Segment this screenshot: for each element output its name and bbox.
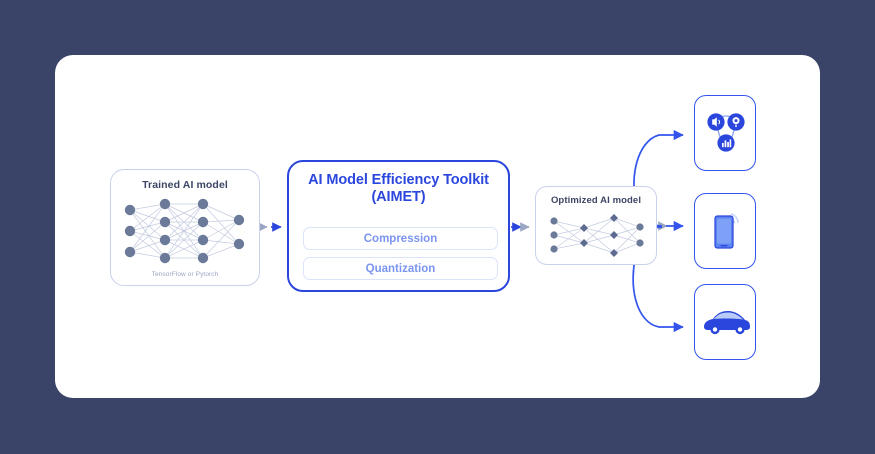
trained-model-framework-caption: TensorFlow or Pytorch: [151, 271, 219, 278]
car-icon: [704, 311, 750, 335]
target-card-automotive[interactable]: [694, 284, 756, 360]
trained-model-title: Trained AI model: [142, 179, 228, 191]
optimized-model-network: [550, 214, 644, 257]
workflow-diagram: Trained AI model: [55, 55, 820, 398]
trained-model-network: [124, 198, 245, 264]
diagram-card: Trained AI model: [55, 55, 820, 398]
target-card-iot-sensors[interactable]: [694, 95, 756, 171]
aimet-panel: AI Model Efficiency Toolkit (AIMET) Comp…: [287, 160, 510, 292]
aimet-title-line1: AI Model Efficiency Toolkit: [308, 172, 489, 188]
optimized-model-title: Optimized AI model: [550, 195, 642, 206]
smartphone-icon: [714, 213, 739, 249]
aimet-title: AI Model Efficiency Toolkit (AIMET): [289, 172, 508, 205]
aimet-feature-compression-label: Compression: [363, 232, 438, 245]
aimet-feature-quantization-label: Quantization: [365, 262, 436, 275]
aimet-feature-quantization[interactable]: Quantization: [303, 257, 498, 280]
optimized-model-panel: Optimized AI model: [535, 186, 657, 265]
aimet-feature-compression[interactable]: Compression: [303, 227, 498, 250]
trained-model-panel: Trained AI model: [110, 169, 260, 286]
aimet-title-line2: (AIMET): [371, 188, 426, 205]
target-card-smartphone[interactable]: [694, 193, 756, 269]
speaker-camera-chart-icon: [707, 113, 745, 152]
